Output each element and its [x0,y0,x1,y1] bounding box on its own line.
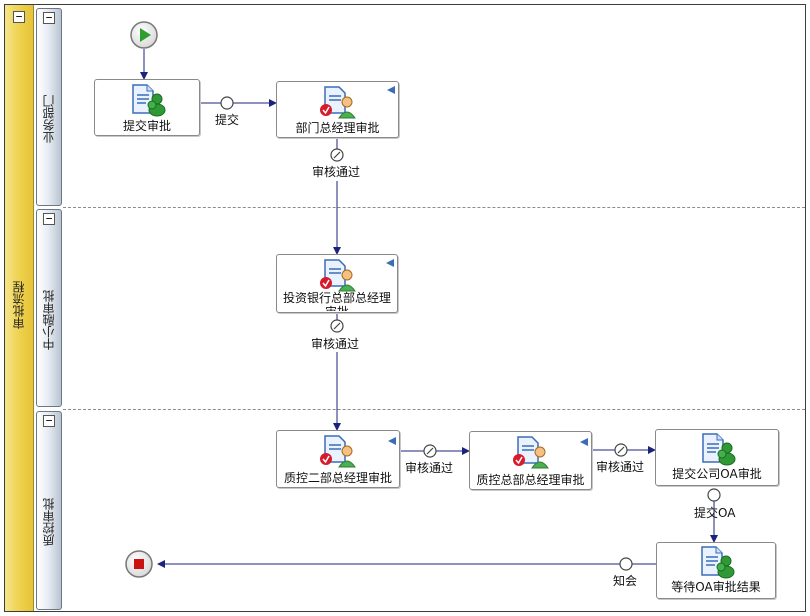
gateway-submit[interactable] [220,96,234,110]
gateway-notify[interactable] [619,557,633,571]
start-event[interactable] [130,21,158,49]
edge-label-approved: 审核通过 [311,337,360,351]
approval-task-icon [320,259,356,292]
lane-header-qc: − 质控审批 [36,411,62,610]
pool-header: − [5,5,34,611]
task-label: 提交公司OA审批 [672,467,762,481]
play-icon [140,28,151,42]
user-task-icon [702,433,736,466]
condition-marker-4[interactable] [614,443,628,457]
approval-task-icon [320,86,356,119]
end-event[interactable] [125,550,153,578]
subprocess-marker-icon [580,438,588,446]
approval-task-icon [320,435,356,468]
subprocess-marker-icon [387,86,395,94]
task-submit-oa[interactable]: 提交公司OA审批 [655,429,779,486]
edge-label-notify: 知会 [613,574,638,588]
lane-collapse-button[interactable]: − [43,415,55,427]
user-task-icon [701,546,735,579]
task-label: 部门总经理审批 [295,121,380,135]
task-label: 提交审批 [122,119,171,133]
condition-marker-2[interactable] [330,319,344,333]
task-label: 质控二部总经理审批 [283,471,392,485]
task-ib-gm[interactable]: 投资银行总部总经理审批 [276,254,398,313]
gateway-submit-oa[interactable] [707,488,721,502]
lane-header-business: − 业务部门 [36,8,62,206]
task-qc-gm[interactable]: 质控总部总经理审批 [469,431,592,490]
edge-label-approved: 审核通过 [312,165,361,179]
condition-marker-1[interactable] [330,148,344,162]
user-task-icon [132,84,166,117]
condition-marker-3[interactable] [423,444,437,458]
task-qc2-gm[interactable]: 质控二部总经理审批 [276,430,400,488]
stop-icon [134,559,144,569]
edge-label-approved: 审核通过 [405,461,454,475]
lane-header-sme: − 中小融审批 [36,209,62,407]
edge-label-approved: 审核通过 [596,460,645,474]
task-submit[interactable]: 提交审批 [94,79,200,136]
task-label: 等待OA审批结果 [671,580,761,594]
pool-frame [4,4,806,612]
task-label: 投资银行总部总经理审批 [282,291,391,311]
lane-divider [63,409,805,410]
task-wait-oa[interactable]: 等待OA审批结果 [656,542,776,599]
task-label-clip: 投资银行总部总经理审批 [279,291,395,311]
subprocess-marker-icon [388,437,396,445]
edge-label-submit-oa: 提交OA [694,506,736,520]
approval-task-icon [513,436,549,469]
task-dept-gm[interactable]: 部门总经理审批 [276,81,399,138]
pool-collapse-button[interactable]: − [13,11,25,23]
task-label: 质控总部总经理审批 [476,473,585,487]
lane-collapse-button[interactable]: − [43,12,55,24]
edge-label-submit: 提交 [215,113,240,127]
lane-divider [63,207,805,208]
subprocess-marker-icon [386,259,394,267]
lane-collapse-button[interactable]: − [43,213,55,225]
